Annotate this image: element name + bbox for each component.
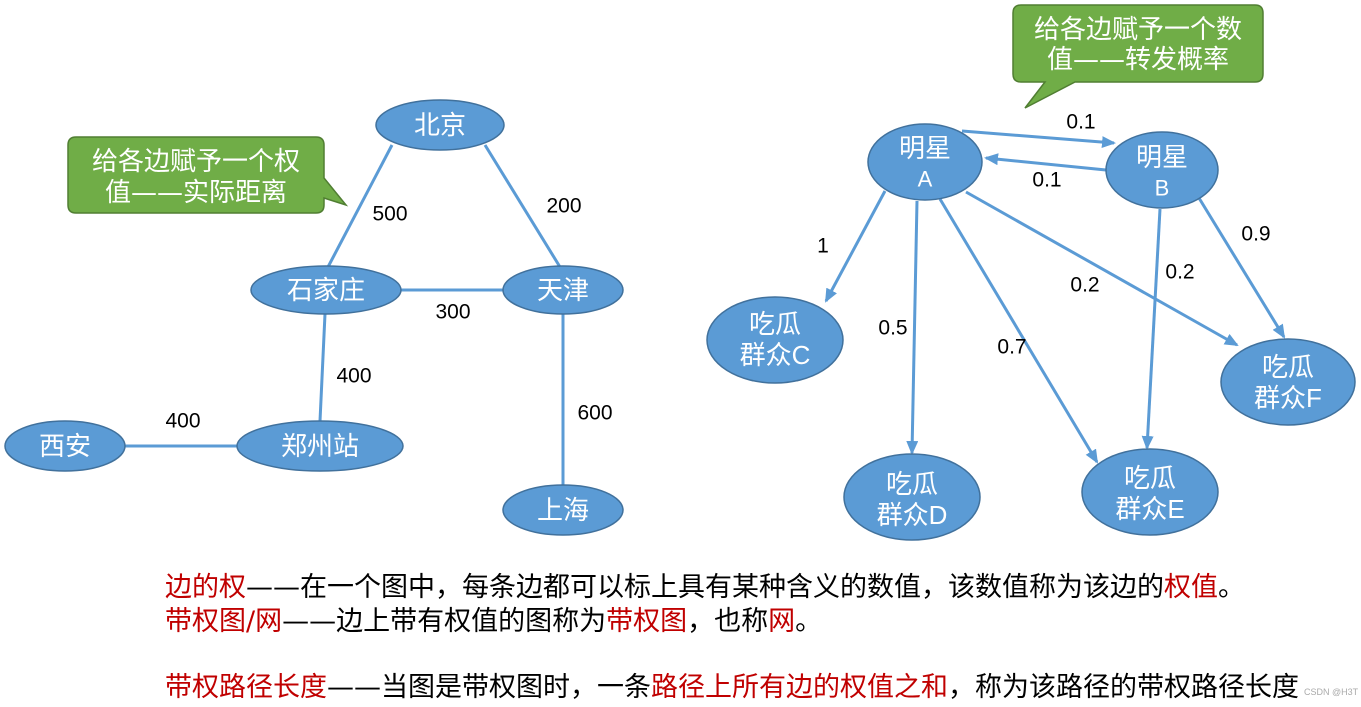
node-star-A: 明星 A bbox=[867, 123, 983, 201]
node-xian: 西安 bbox=[4, 420, 126, 472]
node-shijiazhuang-shape bbox=[250, 265, 402, 315]
node-crowd-D-shape bbox=[843, 453, 981, 541]
node-shijiazhuang: 石家庄 bbox=[250, 265, 402, 315]
definition-edge-weight-period: 。 bbox=[1218, 572, 1245, 603]
definition-weighted-graph-also-called: ，也称 bbox=[687, 606, 769, 637]
distance-callout: 给各边赋予一个权 值——实际距离 bbox=[67, 136, 349, 214]
watermark: CSDN @H3T bbox=[1304, 687, 1359, 697]
node-tianjin: 天津 bbox=[502, 265, 624, 315]
node-crowd-F: 吃瓜 群众F bbox=[1220, 338, 1356, 426]
weight-shijiazhuang-tianjin: 300 bbox=[435, 301, 470, 324]
term-weighted-path-length: 带权路径长度 bbox=[165, 672, 327, 703]
weight-A-to-C: 1 bbox=[817, 235, 829, 258]
definition-weighted-path-length-text: ——当图是带权图时，一条 bbox=[327, 672, 651, 703]
arrow-B-to-F bbox=[1197, 197, 1286, 339]
distance-callout-line-2: 值——实际距离 bbox=[105, 178, 287, 208]
node-star-B: 明星 B bbox=[1105, 131, 1219, 209]
term-weighted-graph: 带权图/网 bbox=[165, 606, 283, 637]
definition-weighted-graph-text: ——边上带有权值的图称为 bbox=[282, 606, 607, 637]
node-beijing-label: 北京 bbox=[414, 110, 466, 140]
node-zhengzhou-label: 郑州站 bbox=[281, 431, 359, 461]
node-shanghai-shape bbox=[502, 484, 624, 536]
definition-weighted-graph: 带权图/网——边上带有权值的图称为带权图，也称网。 bbox=[165, 606, 822, 638]
distance-callout-bubble bbox=[67, 136, 349, 214]
definition-edge-weight: 边的权——在一个图中，每条边都可以标上具有某种含义的数值，该数值称为该边的权值。 bbox=[165, 572, 1245, 604]
term-sum-of-edge-weights: 路径上所有边的权值之和 bbox=[651, 672, 948, 703]
node-crowd-D-label-line-2: 群众D bbox=[877, 500, 948, 530]
probability-graph: 给各边赋予一个数 值——转发概率 0.1 0.1 1 0.5 0.7 0.2 0… bbox=[706, 4, 1356, 541]
weight-A-to-E: 0.7 bbox=[997, 336, 1026, 359]
node-crowd-F-label-line-1: 吃瓜 bbox=[1262, 352, 1314, 382]
probability-callout-line-1: 给各边赋予一个数 bbox=[1034, 15, 1242, 45]
node-xian-shape bbox=[4, 420, 126, 472]
node-crowd-E: 吃瓜 群众E bbox=[1081, 448, 1219, 536]
edge-beijing-tianjin bbox=[483, 144, 562, 268]
weight-B-to-A: 0.1 bbox=[1032, 169, 1061, 192]
weight-tianjin-shanghai: 600 bbox=[577, 402, 612, 425]
node-shanghai-label: 上海 bbox=[537, 495, 589, 525]
arrow-A-to-B bbox=[961, 129, 1116, 149]
node-crowd-C-label-line-1: 吃瓜 bbox=[749, 309, 801, 339]
weight-A-to-F: 0.2 bbox=[1070, 274, 1099, 297]
node-crowd-C-label-line-2: 群众C bbox=[740, 340, 811, 370]
node-shijiazhuang-label: 石家庄 bbox=[287, 275, 365, 305]
weight-A-to-D: 0.5 bbox=[878, 317, 907, 340]
node-star-B-label-line-1: 明星 bbox=[1136, 142, 1188, 172]
arrow-A-to-F bbox=[965, 190, 1239, 347]
node-crowd-C-shape bbox=[706, 296, 844, 384]
edge-beijing-shijiazhuang bbox=[326, 144, 394, 268]
distance-graph: 给各边赋予一个权 值——实际距离 500 200 300 400 400 600… bbox=[4, 99, 624, 536]
definition-edge-weight-text: ——在一个图中，每条边都可以标上具有某种含义的数值，该数值称为该边的 bbox=[246, 572, 1164, 603]
probability-callout: 给各边赋予一个数 值——转发概率 bbox=[1012, 4, 1264, 109]
probability-callout-line-2: 值——转发概率 bbox=[1047, 45, 1229, 75]
term-edge-weight: 边的权 bbox=[165, 572, 246, 603]
node-tianjin-label: 天津 bbox=[537, 275, 589, 305]
node-shanghai: 上海 bbox=[502, 484, 624, 536]
node-crowd-E-shape bbox=[1081, 448, 1219, 536]
arrow-A-to-E bbox=[938, 198, 1099, 464]
edge-shijiazhuang-zhengzhou bbox=[318, 313, 327, 422]
definition-weighted-path-length-conclusion: ，称为该路径的带权路径长度 bbox=[948, 672, 1299, 703]
weight-beijing-tianjin: 200 bbox=[546, 195, 581, 218]
weight-A-to-B: 0.1 bbox=[1066, 111, 1095, 134]
term-weight-value: 权值 bbox=[1164, 572, 1218, 603]
arrow-B-to-E bbox=[1141, 208, 1162, 450]
node-crowd-F-label-line-2: 群众F bbox=[1254, 383, 1322, 413]
arrow-B-to-A bbox=[984, 153, 1107, 172]
arrow-A-to-D bbox=[906, 200, 919, 455]
node-crowd-F-shape bbox=[1220, 338, 1356, 426]
term-network: 网 bbox=[768, 606, 796, 637]
node-beijing: 北京 bbox=[375, 99, 505, 151]
probability-callout-bubble bbox=[1012, 4, 1264, 109]
node-zhengzhou: 郑州站 bbox=[236, 420, 404, 472]
weight-xian-zhengzhou: 400 bbox=[165, 410, 200, 433]
node-xian-label: 西安 bbox=[39, 431, 91, 461]
definition-weighted-graph-period: 。 bbox=[795, 606, 823, 637]
node-star-B-label-line-2: B bbox=[1155, 176, 1170, 201]
node-crowd-D: 吃瓜 群众D bbox=[843, 453, 981, 541]
term-weighted-graph-repeat: 带权图 bbox=[606, 606, 688, 637]
node-crowd-C: 吃瓜 群众C bbox=[706, 296, 844, 384]
weight-shijiazhuang-zhengzhou: 400 bbox=[336, 365, 371, 388]
node-crowd-E-label-line-1: 吃瓜 bbox=[1124, 463, 1176, 493]
node-tianjin-shape bbox=[502, 265, 624, 315]
node-crowd-E-label-line-2: 群众E bbox=[1115, 494, 1184, 524]
node-beijing-shape bbox=[375, 99, 505, 151]
node-star-B-shape bbox=[1105, 131, 1219, 209]
node-crowd-D-label-line-1: 吃瓜 bbox=[886, 469, 938, 499]
node-star-A-label-line-2: A bbox=[918, 167, 933, 192]
distance-callout-line-1: 给各边赋予一个权 bbox=[92, 147, 300, 177]
node-star-A-shape bbox=[867, 123, 983, 201]
node-zhengzhou-shape bbox=[236, 420, 404, 472]
weight-B-to-E: 0.2 bbox=[1165, 261, 1194, 284]
weight-B-to-F: 0.9 bbox=[1241, 223, 1270, 246]
node-star-A-label-line-1: 明星 bbox=[899, 133, 951, 163]
definition-weighted-path-length: 带权路径长度——当图是带权图时，一条路径上所有边的权值之和，称为该路径的带权路径… bbox=[165, 672, 1299, 704]
arrow-A-to-C bbox=[824, 190, 887, 303]
weight-beijing-shijiazhuang: 500 bbox=[372, 203, 407, 226]
